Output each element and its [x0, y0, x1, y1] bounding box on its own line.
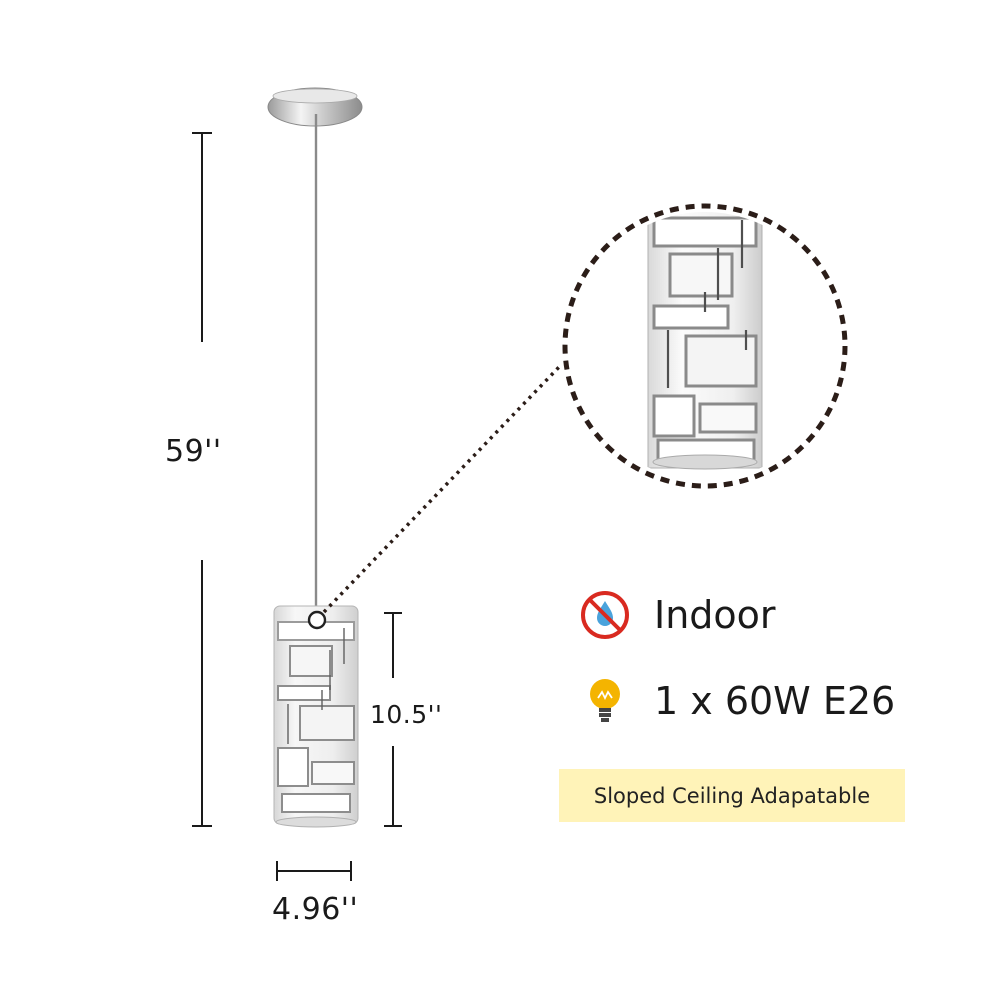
feature-indoor: Indoor	[578, 588, 776, 642]
sloped-ceiling-label: Sloped Ceiling Adapatable	[593, 783, 871, 808]
no-water-icon	[581, 591, 629, 639]
shade-width-label: 4.96''	[272, 892, 359, 927]
shade-height-label: 10.5''	[370, 700, 443, 729]
zoom-detail	[562, 203, 848, 489]
light-bulb-icon	[590, 679, 620, 722]
shade-width-dimension	[276, 861, 352, 881]
shade-height-dimension	[384, 612, 402, 827]
feature-indoor-label: Indoor	[654, 593, 776, 637]
overall-height-label: 59''	[165, 434, 222, 469]
zoom-origin-marker	[307, 610, 327, 630]
sloped-ceiling-badge: Sloped Ceiling Adapatable	[559, 769, 905, 822]
ceiling-canopy	[267, 87, 363, 127]
feature-bulb-label: 1 x 60W E26	[654, 679, 896, 723]
overall-height-dimension	[192, 132, 212, 827]
feature-bulb: 1 x 60W E26	[578, 674, 895, 728]
zoom-leader-line	[322, 364, 562, 614]
pendant-shade	[273, 605, 359, 828]
